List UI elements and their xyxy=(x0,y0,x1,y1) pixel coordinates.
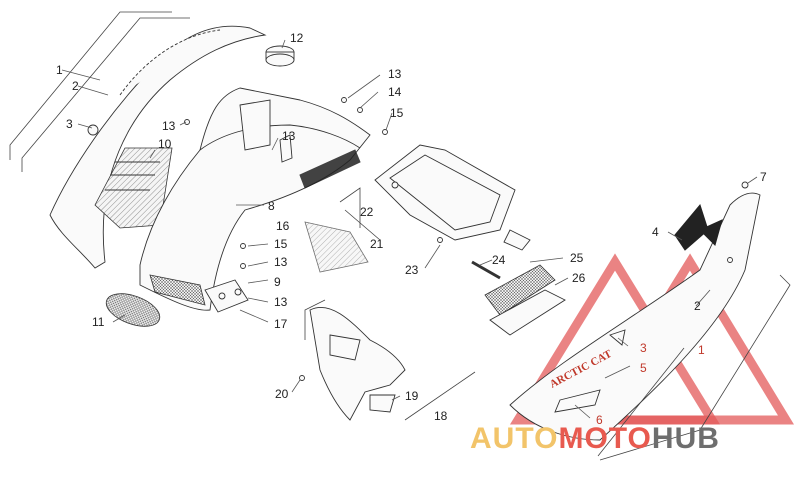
panel-part xyxy=(304,221,369,273)
group-bracket-tray xyxy=(339,187,361,228)
callout-5: 5 xyxy=(640,361,647,375)
strap-part xyxy=(471,229,531,280)
callout-26: 26 xyxy=(572,271,586,285)
callout-23: 23 xyxy=(405,263,419,277)
callout-13-c: 13 xyxy=(282,129,296,143)
callout-20: 20 xyxy=(275,387,289,401)
callout-1-right: 1 xyxy=(698,343,705,357)
watermark-part-auto: AUTO xyxy=(470,422,558,455)
group-bracket-right-line xyxy=(597,347,685,457)
callout-3-right: 3 xyxy=(640,341,647,355)
callout-1-left: 1 xyxy=(56,63,63,77)
callout-21: 21 xyxy=(370,237,384,251)
callout-7: 7 xyxy=(760,170,767,184)
callout-3-left: 3 xyxy=(66,117,73,131)
pad-part xyxy=(484,264,566,336)
callout-19: 19 xyxy=(405,389,419,403)
callout-17: 17 xyxy=(274,317,288,331)
callout-12: 12 xyxy=(290,31,304,45)
leader-lines xyxy=(77,39,758,419)
cap-part xyxy=(265,45,295,67)
callout-6: 6 xyxy=(596,413,603,427)
callout-4: 4 xyxy=(652,225,659,239)
group-bracket-lower xyxy=(304,299,326,340)
callout-22: 22 xyxy=(360,205,374,219)
callout-18: 18 xyxy=(434,409,448,423)
callout-16: 16 xyxy=(276,219,290,233)
watermark-text: AUTOMOTOHUB xyxy=(470,422,720,455)
right-side-panel-part: ARCTIC CAT xyxy=(509,192,761,441)
callout-13-e: 13 xyxy=(274,295,288,309)
lower-side-panel-part xyxy=(309,306,406,421)
watermark-part-hub: HUB xyxy=(652,422,720,455)
group-bracket-lower-line xyxy=(404,371,476,421)
callout-14: 14 xyxy=(388,85,402,99)
callout-11: 11 xyxy=(92,315,105,329)
callout-10: 10 xyxy=(158,137,172,151)
bracket-part xyxy=(204,279,249,313)
group-bracket-right xyxy=(599,274,791,461)
callout-13-a: 13 xyxy=(162,119,176,133)
callout-13-b: 13 xyxy=(388,67,402,81)
callout-2-left: 2 xyxy=(72,79,79,93)
callout-2-right: 2 xyxy=(694,299,701,313)
watermark-part-moto: MOTO xyxy=(558,422,651,455)
callout-25: 25 xyxy=(570,251,584,265)
callout-labels: 1 2 3 13 10 12 13 14 15 13 8 22 16 21 15… xyxy=(56,31,767,427)
callout-8: 8 xyxy=(268,199,275,213)
group-bracket-left xyxy=(9,11,190,172)
callout-13-d: 13 xyxy=(274,255,288,269)
fastener-screws xyxy=(184,97,749,381)
inner-panel-part xyxy=(94,147,173,229)
callout-24: 24 xyxy=(492,253,506,267)
nose-cowl-part xyxy=(139,87,371,311)
callout-9: 9 xyxy=(274,275,281,289)
mesh-grill-part xyxy=(105,293,161,327)
storage-tray-part xyxy=(374,144,516,241)
callout-15-b: 15 xyxy=(274,237,288,251)
svg-text:AUTOMOTOHUB: AUTOMOTOHUB xyxy=(470,422,720,455)
group-bracket-tray-line xyxy=(344,209,381,241)
callout-15-a: 15 xyxy=(390,106,404,120)
